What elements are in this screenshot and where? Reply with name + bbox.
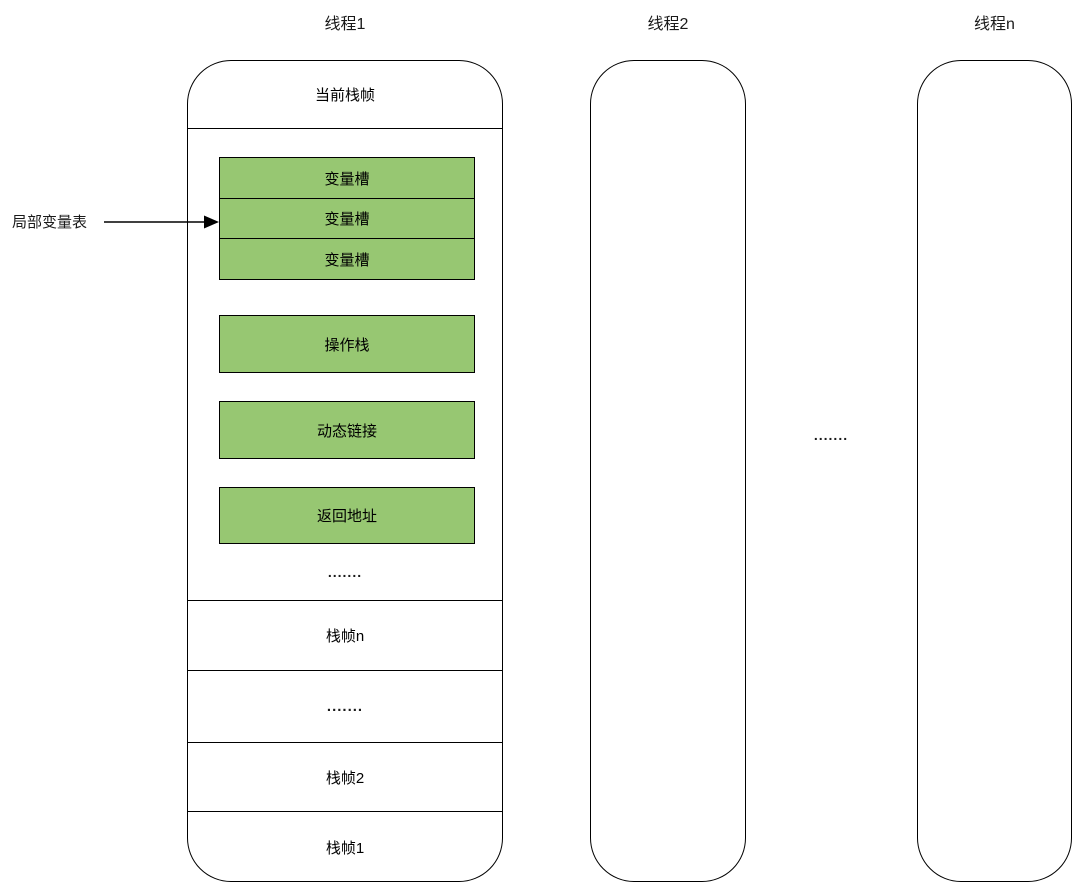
current-frame-ellipsis: ....... <box>188 561 502 583</box>
operand-stack-box: 操作栈 <box>219 315 475 373</box>
stack-frame-1-row: 栈帧1 <box>188 811 502 881</box>
variable-slot: 变量槽 <box>219 238 475 280</box>
threads-ellipsis: ....... <box>791 424 871 446</box>
variable-slot: 变量槽 <box>219 157 475 199</box>
thread1-title: 线程1 <box>324 16 366 33</box>
ellipsis-text: ....... <box>327 564 363 580</box>
threadn-title: 线程n <box>974 16 1015 33</box>
stack-frames-ellipsis-row: ....... <box>188 670 502 742</box>
thread1-stack-container: 当前栈帧 变量槽 变量槽 变量槽 操作栈 动态链接 返回地址 ....... 栈… <box>187 60 503 882</box>
local-variable-table-slots: 变量槽 变量槽 变量槽 <box>219 157 475 280</box>
stack-frame-2-row: 栈帧2 <box>188 742 502 811</box>
current-stack-frame-header: 当前栈帧 <box>188 61 502 129</box>
threadn-stack-container <box>917 60 1072 882</box>
thread2-title: 线程2 <box>647 16 689 33</box>
local-variable-table-label: 局部变量表 <box>12 214 88 231</box>
variable-slot: 变量槽 <box>219 197 475 240</box>
dynamic-link-box: 动态链接 <box>219 401 475 459</box>
stack-frame-n-row: 栈帧n <box>188 600 502 670</box>
return-address-box: 返回地址 <box>219 487 475 544</box>
thread2-stack-container <box>590 60 746 882</box>
ellipsis-text: ....... <box>813 427 849 443</box>
